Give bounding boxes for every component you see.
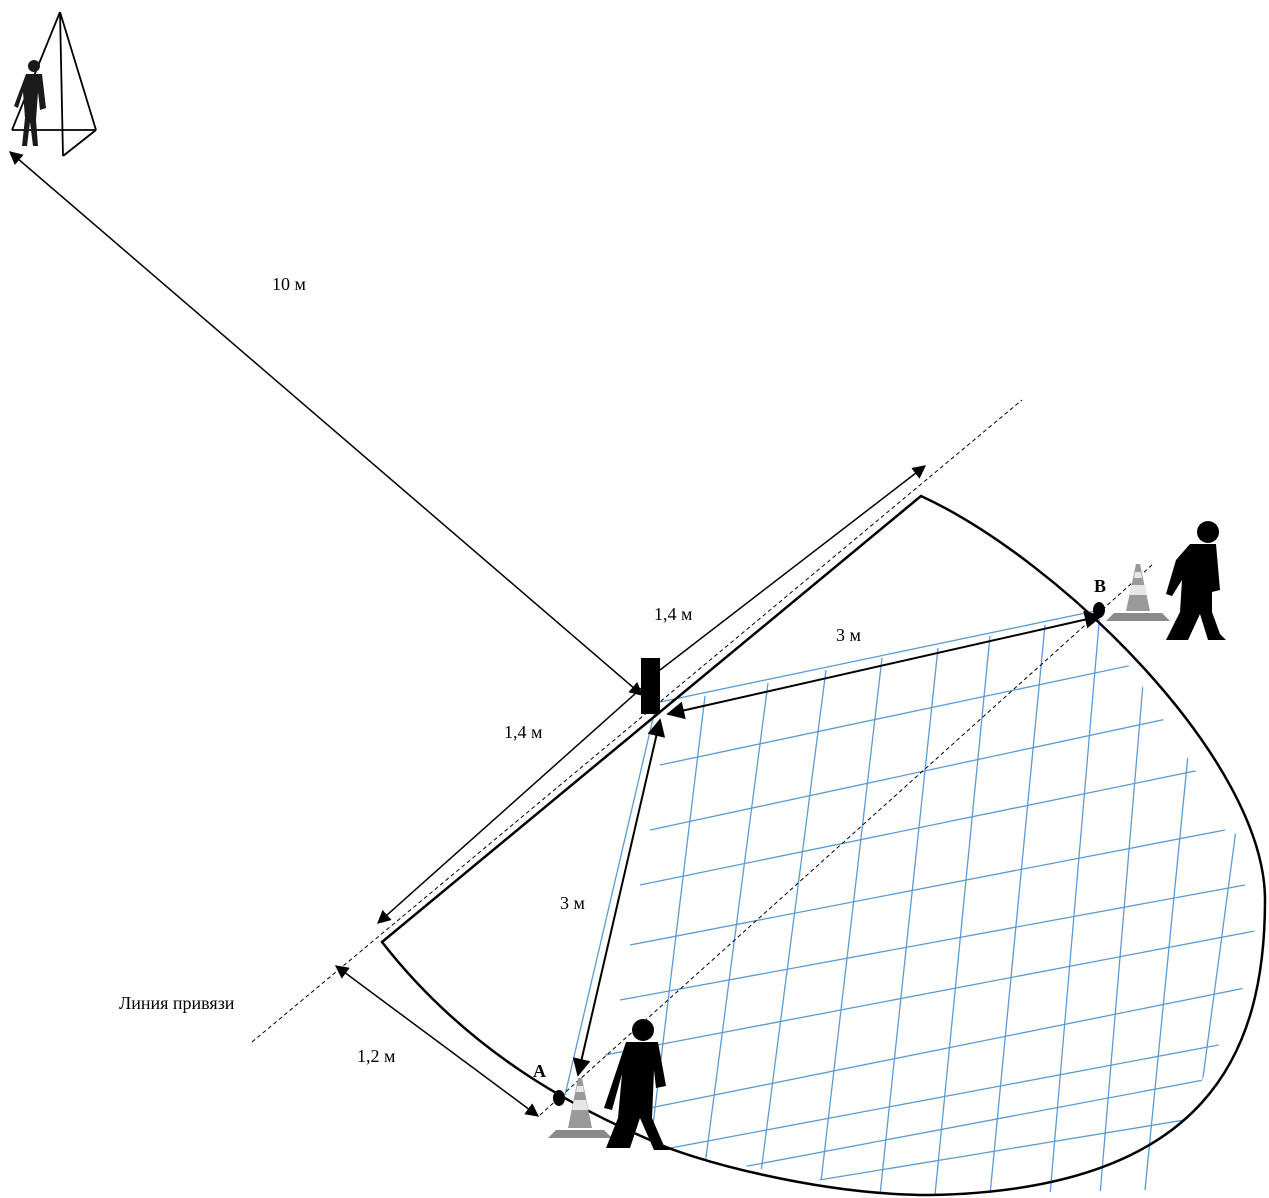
label-point-b: B — [1094, 576, 1106, 596]
label-point-a: A — [533, 1061, 546, 1081]
arrow-3m-left — [572, 718, 666, 1077]
label-width-lower: 1,4 м — [504, 722, 542, 742]
detection-boundary — [380, 494, 1267, 1197]
label-10m: 10 м — [272, 274, 306, 294]
worker-silhouette-icon — [1166, 521, 1226, 640]
label-3m-top: 3 м — [836, 625, 861, 645]
arrow-3m-top — [666, 610, 1103, 720]
zone-grid — [604, 612, 1261, 1195]
arrow-width-upper — [659, 465, 927, 671]
label-width-upper: 1,4 м — [654, 604, 692, 624]
arrow-10m — [8, 151, 644, 696]
worker-silhouette-icon — [604, 1019, 670, 1150]
label-3m-left: 3 м — [560, 893, 585, 913]
traffic-cone-icon — [1106, 564, 1170, 621]
point-b-marker — [1093, 602, 1105, 618]
label-1-2m: 1,2 м — [357, 1046, 395, 1066]
label-anchor-line: Линия привязи — [119, 993, 235, 1013]
arrow-width-lower — [376, 684, 646, 924]
person-silhouette-icon — [14, 60, 46, 146]
traffic-cone-icon — [548, 1078, 612, 1138]
point-a-marker — [553, 1090, 565, 1106]
camera-body-icon — [641, 658, 660, 714]
anchor-line — [251, 399, 1023, 1043]
arrow-1-2m — [334, 965, 540, 1117]
